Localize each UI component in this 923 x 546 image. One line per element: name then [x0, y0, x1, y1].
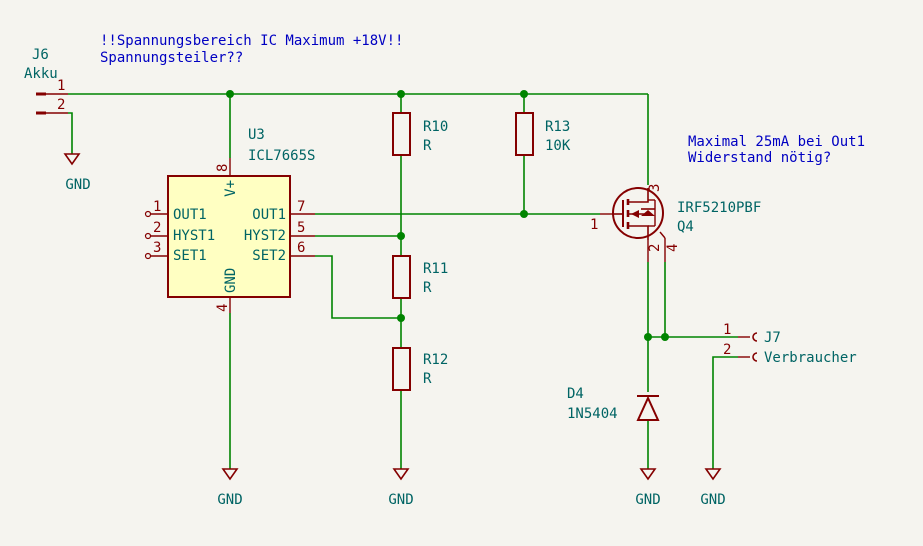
q4-pin3-num: 3	[647, 184, 663, 192]
u3-pin1-unconnected	[144, 210, 152, 218]
gnd-label: GND	[217, 492, 242, 508]
u3-label-gnd: GND	[223, 268, 239, 293]
junction-dot	[520, 210, 528, 218]
r10-value: R	[423, 138, 432, 154]
gnd-symbol-u3: GND	[217, 468, 243, 508]
d4-value: 1N5404	[567, 406, 618, 422]
j7-value: Verbraucher	[764, 350, 857, 366]
u3-label-vplus: V+	[223, 180, 239, 197]
note-out1-current: Maximal 25mA bei Out1	[688, 134, 865, 150]
resistor-r11[interactable]: R11 R	[392, 255, 448, 299]
u3-pin6-num: 6	[297, 240, 305, 256]
resistor-r13[interactable]: R13 10K	[515, 112, 571, 156]
q4-pin2-num: 2	[647, 244, 663, 252]
j6-value: Akku	[24, 66, 58, 82]
ground-icon	[392, 468, 410, 481]
q4-pin1-num: 1	[590, 217, 598, 233]
j7-ref: J7	[764, 330, 781, 346]
note-voltage-divider: Spannungsteiler??	[100, 50, 243, 66]
diode-d4[interactable]: D4 1N5404	[567, 386, 660, 422]
u3-label-set2: SET2	[252, 248, 286, 264]
junction-dot	[397, 314, 405, 322]
junction-dot	[520, 90, 528, 98]
note-voltage-range: !!Spannungsbereich IC Maximum +18V!!	[100, 33, 403, 49]
u3-pin3-unconnected	[144, 252, 152, 260]
q4-diode	[641, 210, 655, 216]
junction-dot	[397, 232, 405, 240]
j6-ref: J6	[32, 47, 49, 63]
ground-icon	[639, 468, 657, 481]
junctions	[226, 90, 669, 341]
ground-icon	[63, 153, 81, 166]
q4-arrow	[631, 210, 639, 218]
gnd-symbol-j7: GND	[700, 468, 726, 508]
ic-u3[interactable]: U3 ICL7665S 1 2 3 7 5 6 8 4 OUT1 HYST1 S…	[144, 127, 316, 313]
junction-dot	[226, 90, 234, 98]
r11-value: R	[423, 280, 432, 296]
q4-body	[612, 187, 664, 239]
u3-label-out1: OUT1	[173, 207, 207, 223]
r11-body	[392, 255, 411, 299]
junction-dot	[644, 333, 652, 341]
j7-pin1-socket	[752, 332, 758, 342]
u3-pin4-num: 4	[215, 304, 231, 312]
u3-label-hyst1: HYST1	[173, 228, 215, 244]
u3-pin2-num: 2	[153, 220, 161, 236]
j6-pin1-num: 1	[57, 78, 65, 94]
resistor-r10[interactable]: R10 R	[392, 112, 448, 156]
gnd-label: GND	[635, 492, 660, 508]
r13-value: 10K	[545, 138, 571, 154]
resistor-r12[interactable]: R12 R	[392, 347, 448, 391]
r12-ref: R12	[423, 352, 448, 368]
r12-body	[392, 347, 411, 391]
r13-ref: R13	[545, 119, 570, 135]
connector-j7[interactable]: 1 2 J7 Verbraucher	[723, 322, 857, 366]
wire-j6-gnd	[68, 112, 73, 154]
junction-dot	[661, 333, 669, 341]
u3-label-out1-right: OUT1	[252, 207, 286, 223]
u3-pin3-num: 3	[153, 240, 161, 256]
j7-pin1-num: 1	[723, 322, 731, 338]
u3-pin1-num: 1	[153, 199, 161, 215]
q4-ref: Q4	[677, 219, 694, 235]
q4-pin4-num: 4	[665, 244, 681, 252]
q4-value: IRF5210PBF	[677, 200, 761, 216]
u3-pin5-num: 5	[297, 220, 305, 236]
d4-triangle	[636, 395, 660, 421]
d4-ref: D4	[567, 386, 584, 402]
gnd-symbol-d4: GND	[635, 468, 661, 508]
connector-j6[interactable]: J6 Akku 1 2	[24, 47, 68, 115]
note-out1-resistor: Widerstand nötig?	[688, 150, 831, 166]
j7-pin2-socket	[752, 352, 758, 362]
u3-pin2-unconnected	[144, 232, 152, 240]
mosfet-q4[interactable]: 1 3 2 4 IRF5210PBF Q4	[590, 184, 761, 262]
gnd-label: GND	[388, 492, 413, 508]
wire-set2	[315, 255, 401, 319]
u3-value: ICL7665S	[248, 148, 315, 164]
u3-label-set1: SET1	[173, 248, 207, 264]
u3-ref: U3	[248, 127, 265, 143]
j7-pin2-num: 2	[723, 342, 731, 358]
junction-dot	[397, 90, 405, 98]
gnd-label: GND	[700, 492, 725, 508]
gnd-symbol-r12: GND	[388, 468, 414, 508]
r10-ref: R10	[423, 119, 448, 135]
r11-ref: R11	[423, 261, 448, 277]
u3-body	[167, 175, 291, 298]
u3-pin7-num: 7	[297, 199, 305, 215]
j6-pin2-num: 2	[57, 97, 65, 113]
r13-body	[515, 112, 534, 156]
ground-icon	[704, 468, 722, 481]
gnd-label: GND	[65, 177, 90, 193]
r10-body	[392, 112, 411, 156]
u3-pin8-num: 8	[215, 164, 231, 172]
wire-j7-pin2	[712, 356, 738, 469]
gnd-symbol-j6: GND	[63, 153, 91, 193]
q4-source-lead	[628, 188, 649, 203]
r12-value: R	[423, 371, 432, 387]
u3-label-hyst2: HYST2	[244, 228, 286, 244]
ground-icon	[221, 468, 239, 481]
q4-pin4-link	[659, 231, 666, 239]
